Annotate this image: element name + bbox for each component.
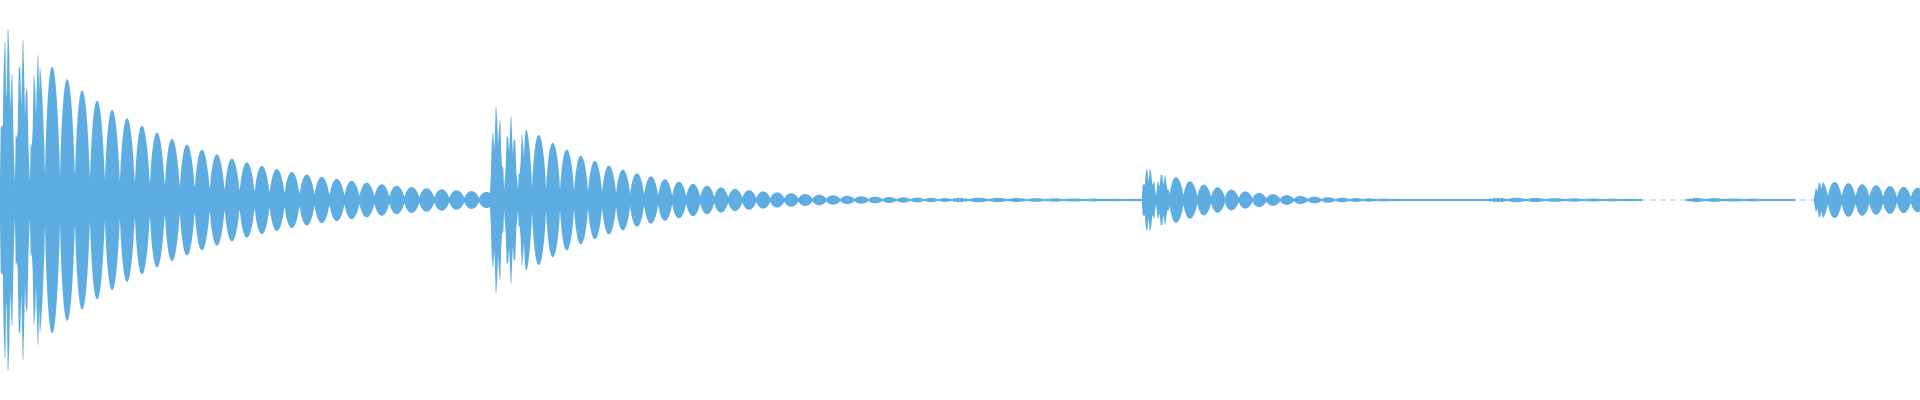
waveform-path-group [0,29,1920,371]
waveform-segment [1487,197,1643,203]
waveform-segment [1813,181,1920,219]
waveform-segment [0,29,491,371]
waveform-segment [1685,197,1796,203]
waveform-segment [949,197,1143,203]
waveform-segment [489,106,951,294]
waveform-segment [1141,168,1489,232]
